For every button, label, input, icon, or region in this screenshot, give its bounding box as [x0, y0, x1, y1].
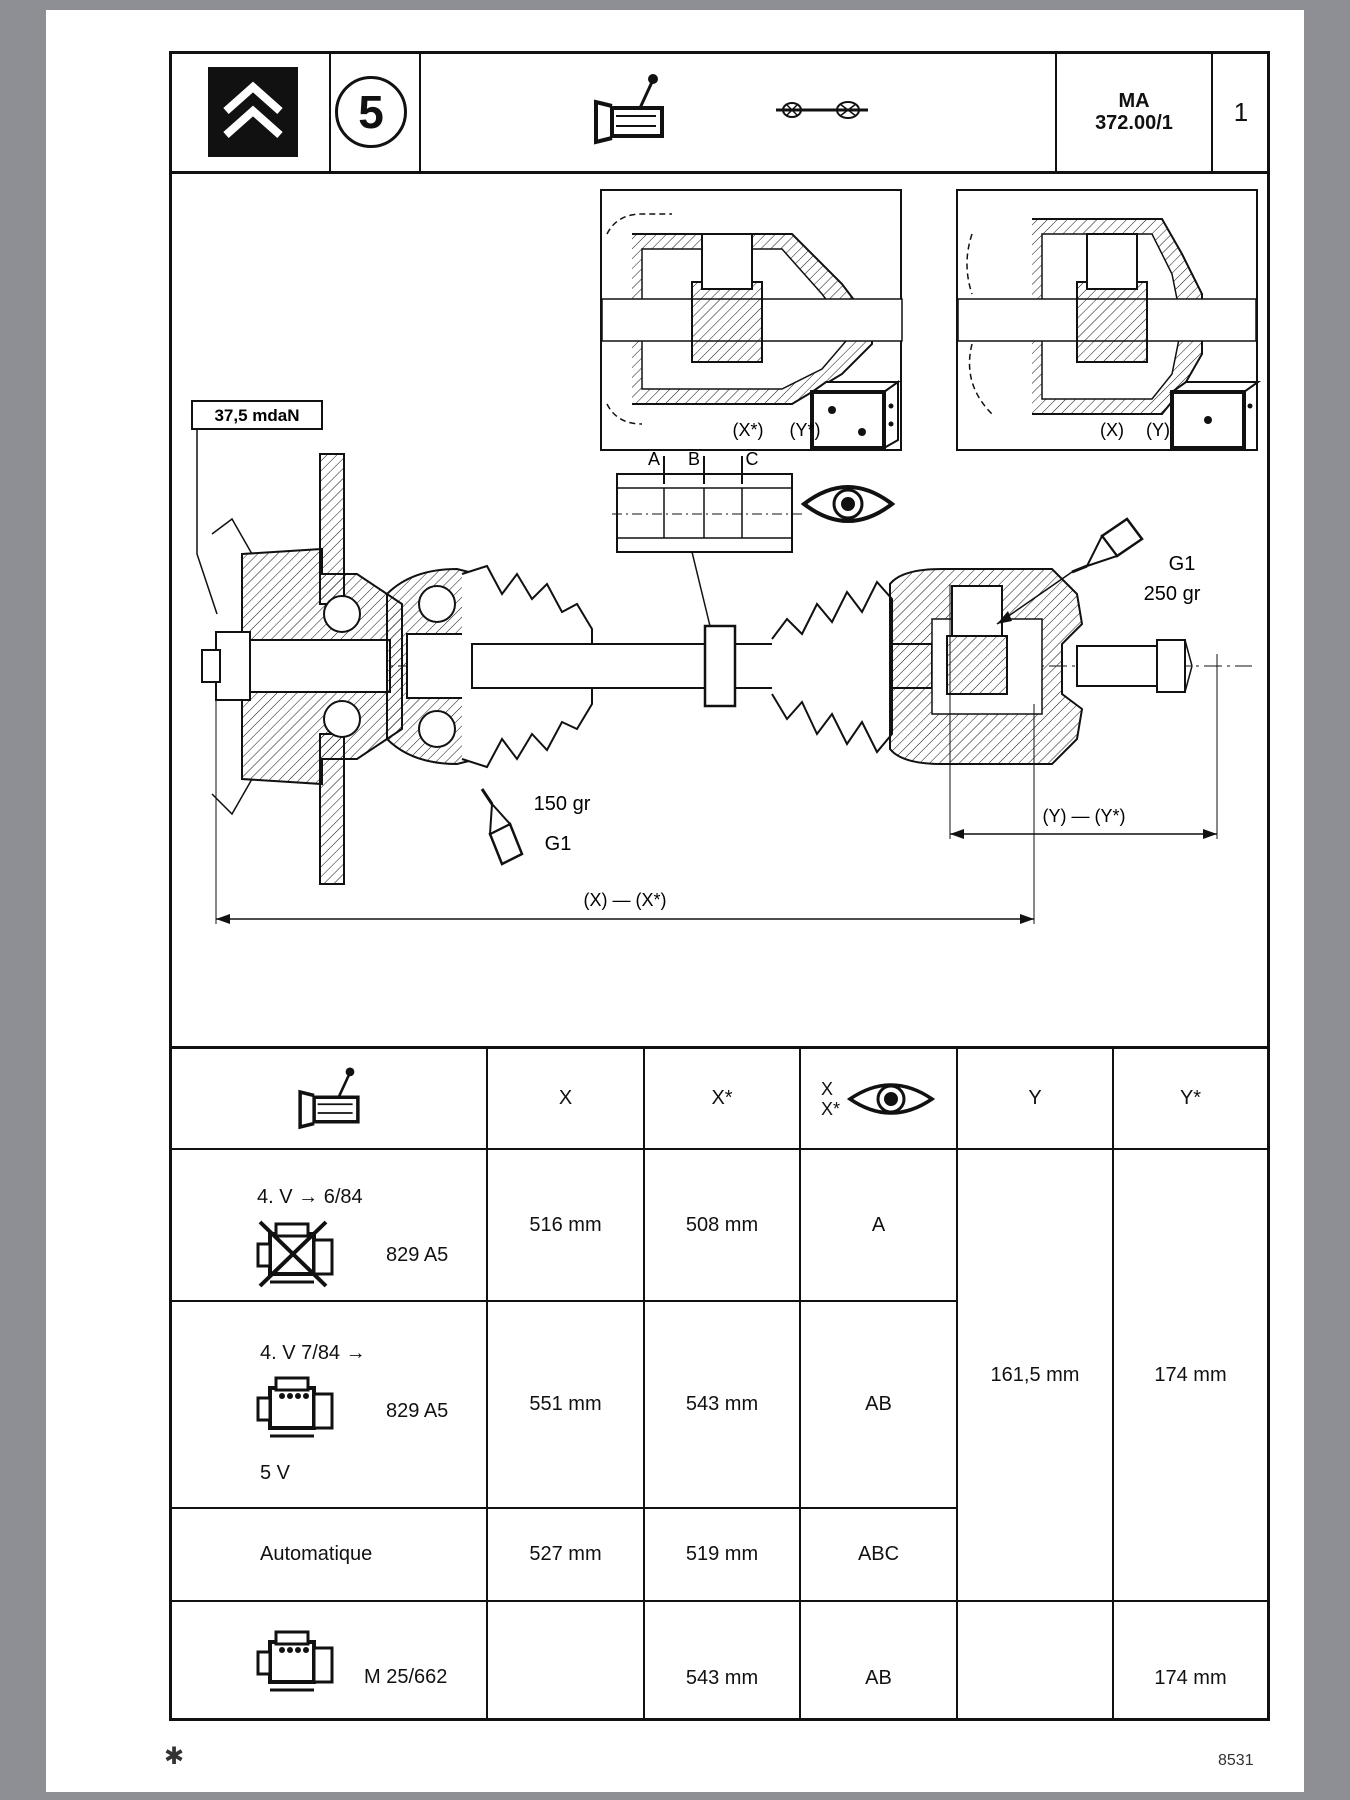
row2-engine: 829 A5: [386, 1400, 449, 1422]
col-rule-1: [486, 1046, 488, 1718]
col-rule-5b: [1112, 1150, 1114, 1600]
inner-joint-inset: (X) (Y): [956, 189, 1262, 451]
row2-x: 551 mm: [529, 1393, 602, 1415]
grease-right-qty: 250 gr: [1144, 583, 1201, 605]
merged-y-star-value: 174 mm: [1154, 1363, 1227, 1386]
inset-left-label-y: (Y*): [790, 420, 821, 440]
torque-callout: 37,5 mdaN: [191, 400, 323, 615]
header-x: X: [558, 1087, 573, 1109]
row1-gearbox-spec: 4. V → 6/84: [257, 1186, 363, 1208]
engine-icon: [256, 1376, 334, 1438]
reference-line2: 372.00/1: [1095, 112, 1173, 134]
row4-x-star: 543 mm: [685, 1666, 759, 1689]
row4-y-star: 174 mm: [1154, 1666, 1227, 1689]
row1-engine: 829 A5: [386, 1244, 449, 1266]
inset-right-label-y: (Y): [1146, 420, 1170, 440]
document-sheet: 5 MA 372.00/1: [46, 10, 1304, 1792]
driveshaft-icon: [772, 92, 872, 128]
row-rule-3: [172, 1600, 1267, 1602]
row4-x: [488, 1602, 643, 1718]
die-icon: [1168, 381, 1262, 450]
footer-code: 8531: [1218, 1752, 1254, 1769]
row2-mark: AB: [865, 1393, 892, 1415]
header-mark: X X*: [801, 1049, 956, 1148]
die-icon: [808, 380, 902, 450]
dimension-x: (X) — (X*): [215, 694, 1035, 924]
mark-a: A: [648, 449, 660, 469]
row2-gearbox-spec: 4. V 7/84 →: [260, 1342, 366, 1364]
header-sep-4: [1211, 54, 1213, 171]
shaft-marks-gauge: A B C: [612, 449, 802, 627]
row2-x-star: 543 mm: [685, 1393, 759, 1415]
torque-value: 37,5 mdaN: [214, 406, 299, 425]
row3-mark: ABC: [857, 1543, 900, 1565]
inset-left-label-x: (X*): [733, 420, 764, 440]
col-rule-4: [956, 1046, 958, 1718]
dimension-y-label: (Y) — (Y*): [1043, 806, 1126, 826]
grease-right-code: G1: [1169, 553, 1196, 575]
header-sep-1: [329, 54, 331, 171]
eye-icon: [800, 485, 896, 523]
row4-mark: AB: [865, 1666, 892, 1689]
page-frame: 5 MA 372.00/1: [169, 51, 1270, 1721]
grease-left-qty: 150 gr: [534, 793, 591, 815]
table-row: 4. V → 6/84 829 A5: [172, 1150, 486, 1300]
merged-y-value: 161,5 mm: [990, 1363, 1080, 1386]
row3-x: 527 mm: [529, 1543, 602, 1565]
row3-gearbox-spec: Automatique: [260, 1543, 373, 1565]
row1-x-star: 508 mm: [685, 1213, 759, 1236]
grease-left-code: G1: [545, 833, 572, 855]
outer-joint-inset: (X*) (Y*): [600, 189, 903, 451]
table-row: 4. V 7/84 → 829 A5 5 V: [172, 1302, 486, 1507]
table-row: M 25/662: [172, 1602, 486, 1718]
dimension-y: (Y) — (Y*): [949, 584, 1218, 839]
engine-crossed-icon: [256, 1220, 334, 1288]
col-rule-3: [799, 1046, 801, 1718]
sheet-number: 1: [1233, 96, 1249, 127]
mark-b: B: [688, 449, 700, 469]
driveshaft-diagram: (X*) (Y*) (X) (Y): [191, 189, 1262, 924]
grease-tube-right-icon: [996, 517, 1144, 625]
row-rule-2: [172, 1507, 1267, 1509]
inset-right-label-x: (X): [1100, 420, 1124, 440]
header-gearbox-icon: [172, 1049, 486, 1148]
row2-gears: 5 V: [260, 1462, 291, 1484]
footer-mark: ✱: [164, 1743, 185, 1770]
group-number-badge: 5: [335, 76, 407, 148]
header-x-star: X*: [711, 1087, 733, 1109]
group-number: 5: [358, 86, 384, 138]
header-sep-2: [419, 54, 421, 171]
row-rule-1: [172, 1300, 1267, 1302]
col-rule-2: [643, 1046, 645, 1718]
row4-engine: M 25/662: [364, 1666, 448, 1688]
row1-x: 516 mm: [529, 1213, 602, 1236]
table-top-border: [172, 1046, 1267, 1049]
row1-mark: A: [871, 1213, 886, 1236]
row3-x-star: 519 mm: [685, 1543, 759, 1565]
dimension-x-label: (X) — (X*): [584, 890, 667, 910]
grease-tube-left-icon: [480, 788, 524, 866]
table-header-rule: [172, 1148, 1267, 1150]
row-rule-3b: [958, 1600, 1267, 1602]
row4-y: [958, 1602, 1112, 1718]
citroen-logo-icon: [208, 67, 298, 157]
header-y: Y: [1028, 1087, 1042, 1109]
table-row: Automatique: [172, 1509, 486, 1600]
reference-code: MA 372.00/1: [1058, 72, 1210, 152]
engine-icon: [256, 1630, 334, 1692]
driveshaft-assembly: [201, 453, 1252, 885]
header-divider: [172, 171, 1267, 174]
gearbox-icon: [590, 70, 668, 150]
header-mark-label: X X*: [820, 1078, 840, 1119]
mark-c: C: [746, 449, 759, 469]
reference-line1: MA: [1118, 90, 1150, 112]
eye-icon: [846, 1082, 936, 1115]
header-sep-3: [1055, 54, 1057, 171]
header-y-star: Y*: [1179, 1087, 1202, 1109]
